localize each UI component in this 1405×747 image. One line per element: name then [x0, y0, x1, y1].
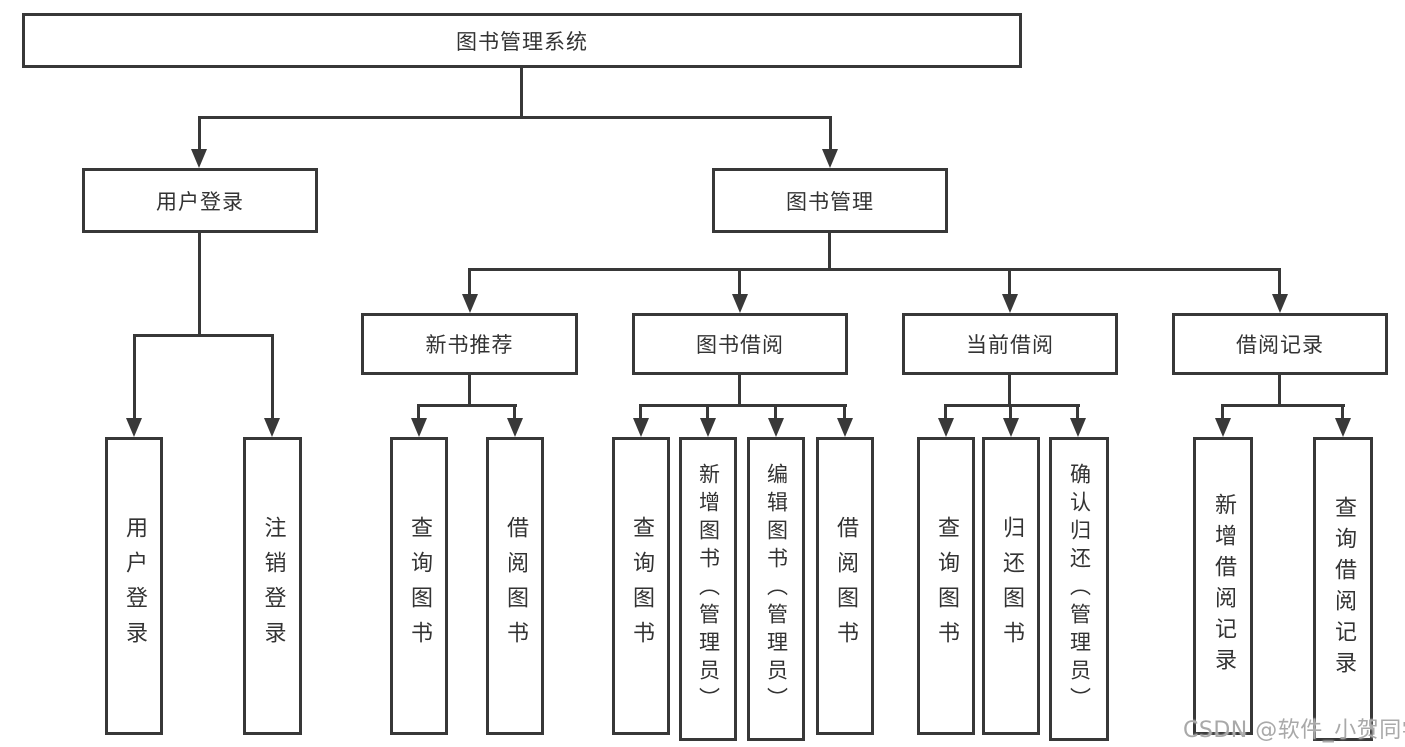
arrow-down-icon [1070, 418, 1086, 437]
connector-book-borrowing-rail [639, 404, 847, 407]
node-label: 图书借阅 [696, 333, 784, 357]
node-label: 借阅记录 [1236, 333, 1324, 357]
arrow-down-icon [264, 418, 280, 437]
leaf-borrow-books-1: 借阅图书 [486, 437, 544, 735]
connector-drop-book-management [829, 116, 832, 151]
connector-level3-rail [468, 268, 1281, 271]
node-new-book-recommendation: 新书推荐 [361, 313, 578, 375]
connector-new-book-rail [417, 404, 517, 407]
leaf-label: 新增借阅记录 [1211, 493, 1236, 679]
node-current-borrowing: 当前借阅 [902, 313, 1118, 375]
arrow-down-icon [507, 418, 523, 437]
connector-new-book-stem [468, 375, 471, 407]
connector-drop [1009, 404, 1012, 420]
arrow-down-icon [191, 149, 207, 168]
connector-drop [513, 404, 516, 420]
connector-drop [843, 404, 846, 420]
connector-user-login-rail [133, 334, 274, 337]
leaf-return-books: 归还图书 [982, 437, 1040, 735]
arrow-down-icon [700, 418, 716, 437]
node-label: 新书推荐 [425, 333, 514, 357]
arrow-down-icon [837, 418, 853, 437]
arrow-down-icon [1272, 294, 1288, 313]
connector-drop-new-book [468, 268, 471, 296]
node-borrowing-records: 借阅记录 [1172, 313, 1388, 375]
leaf-label: 确认归还（管理员） [1067, 463, 1092, 715]
leaf-query-books-3: 查询图书 [917, 437, 975, 735]
arrow-down-icon [768, 418, 784, 437]
node-book-management: 图书管理 [712, 168, 948, 233]
leaf-edit-books-admin: 编辑图书（管理员） [747, 437, 805, 741]
arrow-down-icon [1002, 294, 1018, 313]
node-book-borrowing: 图书借阅 [632, 313, 848, 375]
leaf-borrow-books-2: 借阅图书 [816, 437, 874, 735]
node-user-login-group: 用户登录 [82, 168, 318, 233]
leaf-label: 查询图书 [934, 516, 959, 656]
connector-drop-user-login [198, 116, 201, 151]
connector-borrowing-records-rail [1221, 404, 1345, 407]
leaf-query-books-1: 查询图书 [390, 437, 448, 735]
arrow-down-icon [938, 418, 954, 437]
leaf-label: 借阅图书 [833, 516, 858, 656]
leaf-label: 新增图书（管理员） [696, 463, 721, 715]
connector-drop [1221, 404, 1224, 420]
arrow-down-icon [822, 149, 838, 168]
connector-drop [706, 404, 709, 420]
arrow-down-icon [126, 418, 142, 437]
arrow-down-icon [1003, 418, 1019, 437]
connector-current-borrowing-rail [944, 404, 1080, 407]
arrow-down-icon [1335, 418, 1351, 437]
leaf-add-borrow-record: 新增借阅记录 [1193, 437, 1253, 735]
node-label: 图书管理 [786, 189, 874, 214]
leaf-label: 查询图书 [407, 516, 432, 656]
connector-drop-current-borrowing [1008, 268, 1011, 296]
arrow-down-icon [732, 294, 748, 313]
connector-drop [774, 404, 777, 420]
connector-drop [1076, 404, 1079, 420]
connector-drop-leaf-logout [271, 334, 274, 420]
connector-borrowing-records-stem [1278, 375, 1281, 407]
watermark: CSDN @软件_小贺同学 [1183, 718, 1405, 743]
arrow-down-icon [633, 418, 649, 437]
leaf-query-borrow-record: 查询借阅记录 [1313, 437, 1373, 741]
leaf-label: 查询图书 [629, 516, 654, 656]
node-label: 用户登录 [156, 189, 244, 214]
arrow-down-icon [411, 418, 427, 437]
leaf-label: 借阅图书 [503, 516, 528, 656]
arrow-down-icon [1215, 418, 1231, 437]
connector-drop-book-borrowing [738, 268, 741, 296]
connector-root-rail [198, 116, 832, 119]
leaf-query-books-2: 查询图书 [612, 437, 670, 735]
connector-book-borrowing-stem [738, 375, 741, 407]
leaf-add-books-admin: 新增图书（管理员） [679, 437, 737, 741]
leaf-user-login: 用户登录 [105, 437, 163, 735]
leaf-label: 用户登录 [122, 516, 147, 656]
arrow-down-icon [462, 294, 478, 313]
leaf-label: 注销登录 [260, 516, 286, 656]
connector-user-login-stem [198, 233, 201, 337]
connector-drop [1341, 404, 1344, 420]
connector-root-stem [520, 68, 523, 119]
node-library-management-system: 图书管理系统 [22, 13, 1022, 68]
leaf-label: 查询借阅记录 [1331, 496, 1356, 682]
connector-drop-leaf-user-login [133, 334, 136, 420]
node-label: 图书管理系统 [456, 29, 588, 54]
leaf-logout: 注销登录 [243, 437, 302, 735]
connector-current-borrowing-stem [1008, 375, 1011, 407]
connector-drop-borrowing-records [1278, 268, 1281, 296]
connector-drop [417, 404, 420, 420]
connector-drop [944, 404, 947, 420]
connector-drop [639, 404, 642, 420]
leaf-label: 编辑图书（管理员） [764, 463, 789, 715]
connector-book-management-stem [828, 233, 831, 271]
leaf-confirm-return-admin: 确认归还（管理员） [1049, 437, 1109, 741]
node-label: 当前借阅 [966, 333, 1054, 357]
leaf-label: 归还图书 [999, 516, 1024, 656]
